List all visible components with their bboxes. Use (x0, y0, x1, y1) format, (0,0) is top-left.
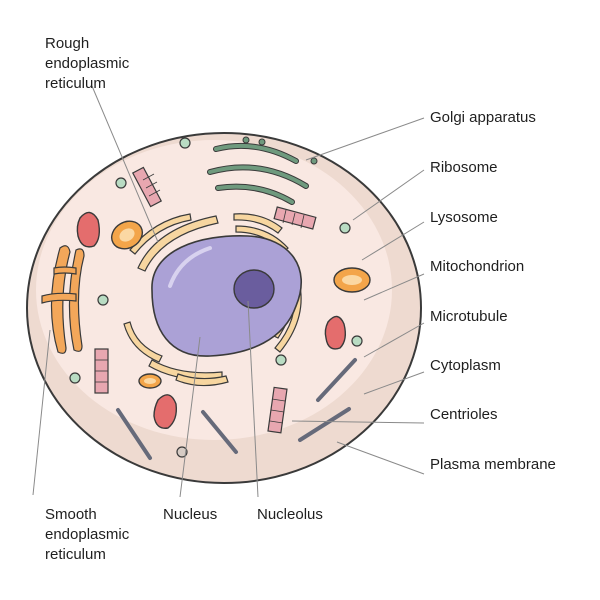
microtubule-label: Microtubule (430, 308, 508, 325)
smooth-er-label: Smooth endoplasmic reticulum (45, 505, 129, 565)
rough-er-label-line-2: endoplasmic (45, 55, 130, 72)
smooth-er (41, 245, 85, 354)
rough-er-label-line-3: reticulum (45, 75, 106, 92)
nucleus-highlight (168, 246, 212, 288)
nucleus-label: Nucleus (163, 506, 218, 523)
golgi-label: Golgi apparatus (430, 109, 536, 126)
ribosomes (69, 137, 363, 458)
smooth-er-label-line-2: endoplasmic (45, 526, 130, 543)
plasma-membrane-label: Plasma membrane (430, 456, 556, 473)
leader-lines (32, 85, 425, 498)
ribosome-label: Ribosome (430, 159, 498, 176)
mitochondrion-label: Mitochondrion (430, 258, 525, 275)
cytoplasm-label: Cytoplasm (430, 357, 501, 374)
centrioles-label: Centrioles (430, 406, 498, 423)
golgi-apparatus-fill (208, 143, 308, 204)
lysosomes (76, 211, 347, 429)
nucleolus-shape (233, 269, 275, 309)
nucleolus-label: Nucleolus (257, 506, 323, 523)
nucleus-body (151, 235, 302, 357)
microtubules (116, 358, 357, 460)
smooth-er-label-line-3: reticulum (45, 546, 106, 563)
smooth-er-label-line-1: Smooth (45, 506, 97, 523)
lysosome-label: Lysosome (430, 209, 498, 226)
rough-er-label-line-1: Rough (45, 35, 90, 52)
centriole-stripes (95, 173, 305, 424)
rough-er-label: Rough endoplasmic reticulum (45, 34, 129, 94)
golgi-vesicles (242, 136, 318, 165)
mitochondria-inner (119, 228, 362, 384)
